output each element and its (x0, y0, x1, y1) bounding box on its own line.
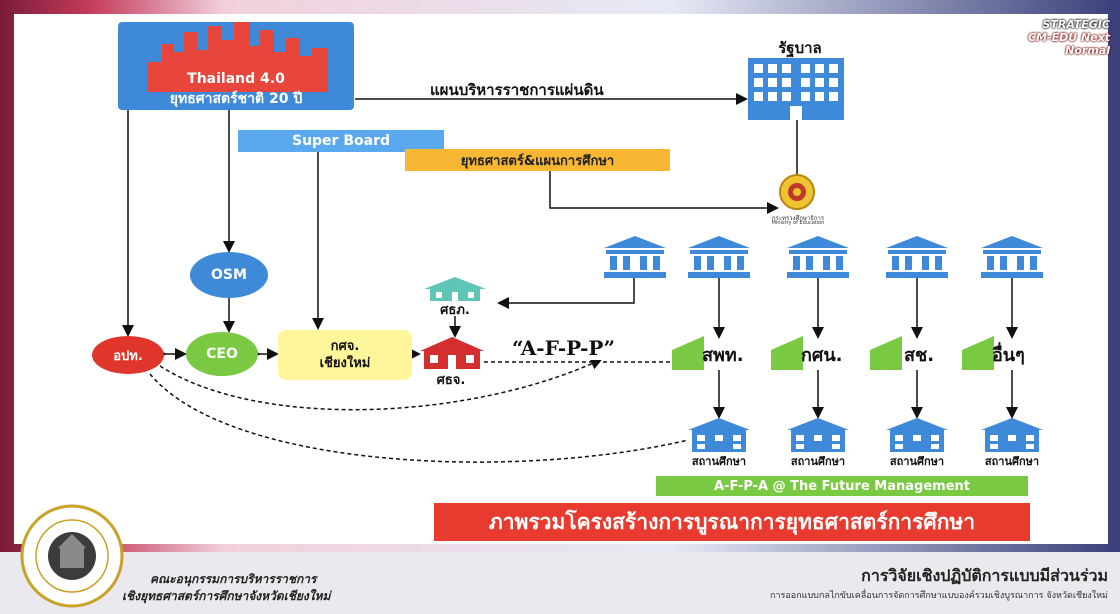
regional-office-icon (424, 277, 486, 301)
government-label: รัฐบาล (778, 39, 822, 57)
tor-sor-jor-label: ศธจ. (436, 373, 466, 388)
provincial-education-seal-icon (20, 504, 124, 608)
thailand-box: Thailand 4.0 ยุทธศาสตร์ชาติ 20 ปี (118, 22, 354, 110)
institution-icon (981, 236, 1043, 278)
corner-line2: CM-EDU Next Normal (1027, 31, 1110, 57)
school-icon (981, 418, 1043, 452)
institution-icon (886, 236, 948, 278)
strategy-box: ยุทธศาสตร์&แผนการศึกษา (405, 149, 670, 171)
agency-roof-icon (771, 336, 803, 370)
footer-left-line2: เชิงยุทธศาสตร์การศึกษาจังหวัดเชียงใหม่ (122, 589, 331, 603)
agency-spt: สพท. (672, 336, 766, 370)
provincial-office-icon (420, 337, 484, 369)
school-label: สถานศึกษา (691, 455, 747, 468)
school-label: สถานศึกษา (790, 455, 846, 468)
title-banner: ภาพรวมโครงสร้างการบูรณาการยุทธศาสตร์การศ… (434, 503, 1030, 541)
afpa-bar: A-F-P-A @ The Future Management (656, 476, 1028, 496)
footer-right-title: การวิจัยเชิงปฏิบัติการแบบมีส่วนร่วม (861, 566, 1108, 585)
school-icon (787, 418, 849, 452)
corner-tag: STRATEGIC CM-EDU Next Normal (1010, 18, 1110, 57)
agency-label: สพท. (702, 345, 744, 366)
thailand-subtitle: ยุทธศาสตร์ชาติ 20 ปี (169, 91, 303, 107)
thailand-title: Thailand 4.0 (187, 71, 285, 87)
agency-kson: กศน. (771, 336, 865, 370)
city-skyline-icon (148, 22, 328, 92)
agency-label: อื่นๆ (992, 345, 1025, 366)
moe-caption-en: Ministry of Education (771, 220, 825, 226)
institution-icon (787, 236, 849, 278)
ceo-node: CEO (186, 332, 258, 376)
footer-left-line1: คณะอนุกรรมการบริหารราชการ (150, 572, 317, 586)
moe-caption: กระทรวงศึกษาธิการ (771, 215, 825, 222)
agency-roof-icon (962, 336, 994, 370)
tor-sor-kor-por-label: ศธภ. (440, 303, 470, 318)
kor-sor-jor-node: กศจ. เชียงใหม่ (278, 330, 412, 380)
footer (0, 552, 1120, 614)
afpp-label: “A-F-P-P” (508, 336, 619, 360)
government-building-icon (748, 58, 844, 120)
agency-roof-icon (870, 336, 902, 370)
agency-label: สช. (904, 345, 935, 366)
super-board-box: Super Board (238, 130, 444, 152)
institution-icon (604, 236, 666, 278)
school-label: สถานศึกษา (889, 455, 945, 468)
corner-line1: STRATEGIC (1042, 18, 1110, 31)
connectors (122, 93, 1018, 463)
school-icon (688, 418, 750, 452)
agency-sch: สช. (870, 336, 964, 370)
osm-node: OSM (190, 252, 268, 298)
institution-icon (688, 236, 750, 278)
footer-right-sub: การออกแบบกลไกขับเคลื่อนการจัดการศึกษาแบบ… (770, 591, 1108, 601)
agency-label: กศน. (801, 345, 843, 366)
school-icon (886, 418, 948, 452)
agency-others: อื่นๆ (962, 336, 1056, 370)
school-label: สถานศึกษา (984, 455, 1040, 468)
plan-label: แผนบริหารราชการแผ่นดิน (430, 81, 604, 99)
opt-node: อปท. (92, 336, 164, 374)
moe-emblem-icon (779, 174, 815, 210)
agency-roof-icon (672, 336, 704, 370)
